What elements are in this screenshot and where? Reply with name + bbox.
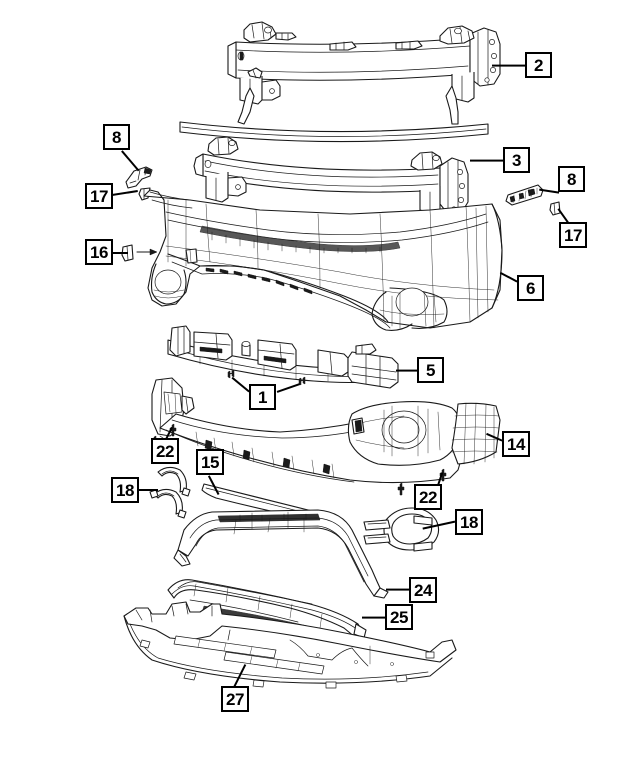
leader-line-2 — [492, 65, 525, 67]
callout-18-left[interactable]: 18 — [111, 477, 139, 503]
part-clip-right — [549, 201, 561, 216]
part-lower-air-dam-upper — [173, 509, 389, 599]
part-clip-left — [138, 187, 151, 201]
callout-17-left[interactable]: 17 — [85, 183, 113, 209]
callout-17-right[interactable]: 17 — [559, 222, 587, 248]
part-clamp-left — [149, 466, 191, 519]
callout-27[interactable]: 27 — [221, 686, 249, 712]
leader-line-16 — [112, 252, 128, 254]
leader-line-18a — [138, 489, 158, 491]
leader-line-25 — [362, 617, 385, 619]
callout-5[interactable]: 5 — [417, 357, 444, 383]
leader-line-5 — [396, 370, 417, 372]
part-lower-impact-beam — [193, 136, 469, 215]
callout-3[interactable]: 3 — [503, 147, 530, 173]
callout-2[interactable]: 2 — [525, 52, 552, 78]
callout-1[interactable]: 1 — [249, 384, 276, 410]
part-upper-impact-beam — [179, 21, 501, 143]
callout-6[interactable]: 6 — [517, 275, 544, 301]
callout-22-left[interactable]: 22 — [151, 438, 179, 464]
callout-8-left[interactable]: 8 — [103, 124, 130, 150]
callout-24[interactable]: 24 — [409, 577, 437, 603]
part-energy-absorber — [167, 325, 399, 389]
callout-25[interactable]: 25 — [385, 604, 413, 630]
leader-line-24 — [386, 589, 409, 591]
part-front-fascia — [143, 189, 503, 331]
part-clamp-right — [363, 507, 440, 552]
part-fastener-set — [227, 369, 306, 386]
callout-22-right[interactable]: 22 — [414, 484, 442, 510]
leader-line-3 — [470, 160, 503, 162]
callout-15[interactable]: 15 — [196, 449, 224, 475]
part-belly-pan-shield — [123, 601, 457, 689]
callout-8-right[interactable]: 8 — [558, 166, 585, 192]
callout-14[interactable]: 14 — [502, 431, 530, 457]
callout-18-right[interactable]: 18 — [455, 509, 483, 535]
part-lower-fascia-valance — [151, 377, 501, 484]
part-bracket-right — [505, 184, 544, 206]
callout-16[interactable]: 16 — [85, 239, 113, 265]
part-bracket-left — [125, 166, 153, 189]
